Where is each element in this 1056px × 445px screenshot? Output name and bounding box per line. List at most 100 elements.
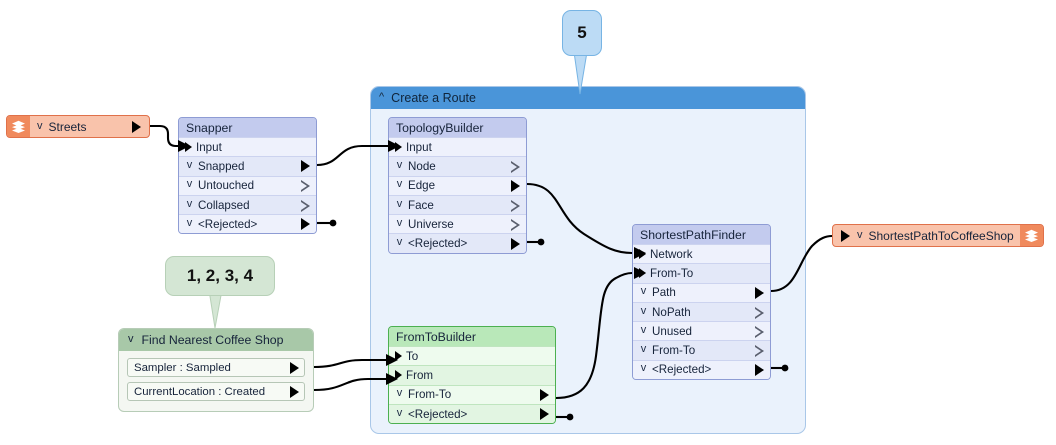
port-label: Universe <box>408 217 454 231</box>
input-port-icon[interactable] <box>395 370 402 381</box>
output-port-icon[interactable] <box>290 385 299 398</box>
port-row-edge[interactable]: v Edge <box>389 175 526 195</box>
streets-output-port[interactable] <box>132 120 141 133</box>
input-port-icon[interactable] <box>185 142 192 153</box>
subgraph-item-sampler[interactable]: Sampler : Sampled <box>127 358 305 377</box>
chevron-down-icon[interactable]: v <box>640 285 647 298</box>
chevron-down-icon[interactable]: v <box>857 228 863 241</box>
input-port-icon[interactable] <box>395 142 402 153</box>
node-shortest-path-finder-title: ShortestPathFinder <box>640 227 746 242</box>
node-snapper-header[interactable]: Snapper <box>179 118 316 137</box>
output-port-icon-empty[interactable] <box>511 160 520 173</box>
chevron-up-icon[interactable]: ^ <box>379 90 385 103</box>
output-port-icon-empty[interactable] <box>301 180 310 193</box>
port-row-input[interactable]: Input <box>389 137 526 157</box>
node-from-to-builder[interactable]: FromToBuilder To From v From-To v <Rejec… <box>388 326 556 425</box>
output-port-icon-empty[interactable] <box>755 345 764 358</box>
chevron-down-icon[interactable]: v <box>396 197 403 210</box>
streets-data-node[interactable]: v Streets <box>6 115 150 138</box>
output-port-icon[interactable] <box>301 160 310 173</box>
chevron-down-icon[interactable]: v <box>396 236 403 249</box>
chevron-down-icon[interactable]: v <box>640 323 647 336</box>
input-port-icon[interactable] <box>395 351 402 362</box>
node-find-nearest-coffee-shop[interactable]: v Find Nearest Coffee Shop Sampler : Sam… <box>118 328 314 412</box>
port-row-from-to[interactable]: v From-To <box>389 384 555 404</box>
node-shortest-path-finder[interactable]: ShortestPathFinder Network From-To v Pat… <box>632 224 771 381</box>
group-header[interactable]: ^ Create a Route <box>371 87 805 109</box>
port-row-from-to-output[interactable]: v From-To <box>633 340 770 360</box>
port-label: Unused <box>652 324 692 338</box>
chevron-down-icon[interactable]: v <box>128 333 134 345</box>
output-port-icon[interactable] <box>755 363 764 376</box>
callout-tail-steps-1234 <box>208 290 223 329</box>
port-row-unused[interactable]: v Unused <box>633 321 770 341</box>
chevron-down-icon[interactable]: v <box>186 216 193 229</box>
callout-steps-1234[interactable]: 1, 2, 3, 4 <box>165 256 275 296</box>
port-row-path[interactable]: v Path <box>633 282 770 302</box>
port-row-network[interactable]: Network <box>633 244 770 264</box>
port-row-face[interactable]: v Face <box>389 194 526 215</box>
output-port-icon-empty[interactable] <box>511 199 520 212</box>
node-snapper-title: Snapper <box>186 120 233 135</box>
port-label: Network <box>650 247 693 261</box>
output-port-icon-empty[interactable] <box>301 199 310 212</box>
chevron-down-icon[interactable]: v <box>396 406 403 419</box>
input-port-icon[interactable] <box>639 249 646 260</box>
subgraph-item-currentlocation[interactable]: CurrentLocation : Created <box>127 382 305 401</box>
chevron-down-icon[interactable]: v <box>396 216 403 229</box>
port-label: NoPath <box>652 305 691 319</box>
port-row-to[interactable]: To <box>389 346 555 366</box>
port-label: Node <box>408 159 436 173</box>
node-topology-builder-header[interactable]: TopologyBuilder <box>389 118 526 137</box>
port-row-node[interactable]: v Node <box>389 156 526 176</box>
port-row-universe[interactable]: v Universe <box>389 214 526 234</box>
port-row-rejected[interactable]: v <Rejected> <box>389 403 555 424</box>
chevron-down-icon[interactable]: v <box>186 158 193 171</box>
port-row-from[interactable]: From <box>389 365 555 385</box>
subgraph-item-label: CurrentLocation : Created <box>134 385 266 398</box>
port-row-rejected[interactable]: v <Rejected> <box>633 359 770 380</box>
port-row-rejected[interactable]: v <Rejected> <box>179 214 316 234</box>
output-input-port[interactable] <box>841 229 850 242</box>
output-port-icon[interactable] <box>755 286 764 299</box>
chevron-down-icon[interactable]: v <box>396 158 403 171</box>
chevron-down-icon[interactable]: v <box>640 343 647 356</box>
chevron-down-icon[interactable]: v <box>396 178 403 191</box>
chevron-down-icon[interactable]: v <box>640 362 647 375</box>
node-topology-builder[interactable]: TopologyBuilder Input v Node v Edge v Fa… <box>388 117 527 254</box>
output-port-icon-empty[interactable] <box>755 325 764 338</box>
output-port-icon[interactable] <box>511 237 520 250</box>
input-port-icon[interactable] <box>639 268 646 279</box>
output-port-icon[interactable] <box>290 361 299 374</box>
port-label: Snapped <box>198 159 245 173</box>
callout-step-5[interactable]: 5 <box>562 10 602 56</box>
chevron-down-icon[interactable]: v <box>640 304 647 317</box>
chevron-down-icon[interactable]: v <box>396 387 403 400</box>
node-snapper[interactable]: Snapper Input v Snapped v Untouched v Co… <box>178 117 317 235</box>
port-label: From-To <box>650 266 694 280</box>
port-row-untouched[interactable]: v Untouched <box>179 175 316 195</box>
output-port-icon[interactable] <box>540 408 549 421</box>
port-label: Face <box>408 198 434 212</box>
port-row-collapsed[interactable]: v Collapsed <box>179 194 316 215</box>
chevron-down-icon[interactable]: v <box>37 119 43 132</box>
port-label: <Rejected> <box>198 217 258 231</box>
subgraph-header[interactable]: v Find Nearest Coffee Shop <box>119 329 313 351</box>
output-port-icon[interactable] <box>511 179 520 192</box>
node-from-to-builder-header[interactable]: FromToBuilder <box>389 327 555 346</box>
port-row-from-to-input[interactable]: From-To <box>633 263 770 283</box>
output-port-icon-empty[interactable] <box>755 306 764 319</box>
node-shortest-path-finder-header[interactable]: ShortestPathFinder <box>633 225 770 244</box>
chevron-down-icon[interactable]: v <box>186 178 193 191</box>
output-port-icon[interactable] <box>540 388 549 401</box>
port-row-rejected[interactable]: v <Rejected> <box>389 233 526 253</box>
output-port-icon-empty[interactable] <box>511 218 520 231</box>
port-row-snapped[interactable]: v Snapped <box>179 156 316 176</box>
port-row-input[interactable]: Input <box>179 137 316 157</box>
port-label: From <box>406 368 434 382</box>
output-port-icon[interactable] <box>301 218 310 231</box>
chevron-down-icon[interactable]: v <box>186 197 193 210</box>
shortest-path-to-coffee-shop-data-node[interactable]: v ShortestPathToCoffeeShop <box>832 224 1044 247</box>
port-row-nopath[interactable]: v NoPath <box>633 301 770 322</box>
